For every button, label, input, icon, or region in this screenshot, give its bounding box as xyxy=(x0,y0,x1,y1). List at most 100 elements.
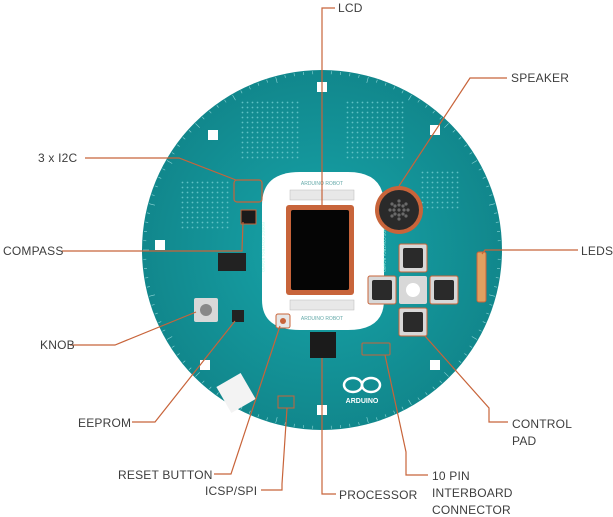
interboard-connector xyxy=(361,342,391,356)
edge-tick xyxy=(417,397,420,401)
edge-tick xyxy=(284,74,286,78)
speaker xyxy=(375,186,423,234)
edge-tick xyxy=(275,77,278,83)
icsp-header xyxy=(277,395,295,409)
proto-area-top-left xyxy=(240,100,300,160)
edge-tick xyxy=(266,79,268,83)
label-lcd: LCD xyxy=(338,1,363,15)
edge-tick xyxy=(224,99,227,103)
speaker-hole xyxy=(404,202,408,206)
proto-area-top-right xyxy=(345,100,405,160)
knob xyxy=(194,298,218,322)
lcd-screen xyxy=(291,210,349,290)
edge-tick xyxy=(358,422,360,426)
edge-tick xyxy=(401,406,404,410)
edge-tick xyxy=(177,353,180,356)
callout-compass xyxy=(62,221,244,252)
speaker-hole xyxy=(393,204,397,208)
edge-tick xyxy=(216,392,219,395)
edge-tick xyxy=(171,152,175,155)
edge-tick xyxy=(384,414,387,418)
edge-tick xyxy=(425,105,428,108)
speaker-hole xyxy=(390,214,394,218)
label-control-pad-line1: CONTROL xyxy=(512,417,573,431)
edge-tick xyxy=(195,123,200,128)
label-3x-i2c: 3 x I2C xyxy=(38,151,78,165)
edge-tick xyxy=(458,137,462,140)
side-silk-left: ROBOT CONTROL BOARD xyxy=(261,222,266,272)
callout-lcd xyxy=(321,7,335,210)
edge-tick xyxy=(425,392,428,395)
edge-tick xyxy=(151,304,155,306)
edge-tick xyxy=(162,329,166,332)
edge-tick xyxy=(202,116,205,120)
i2c-connector xyxy=(233,179,263,203)
label-interboard-line3: CONNECTOR xyxy=(432,503,511,517)
edge-tick xyxy=(188,367,192,370)
edge-tick xyxy=(444,372,449,377)
speaker-hole xyxy=(390,202,394,206)
speaker-hole xyxy=(397,213,401,217)
edge-tick xyxy=(248,410,251,414)
compass-chip xyxy=(240,209,257,225)
label-speaker: SPEAKER xyxy=(511,71,570,85)
edge-tick xyxy=(478,329,482,332)
edge-tick xyxy=(489,203,495,206)
edge-tick xyxy=(275,417,278,423)
callout-lines xyxy=(62,7,578,495)
edge-tick xyxy=(154,185,158,188)
label-processor: PROCESSOR xyxy=(339,488,418,502)
reset-button-cap xyxy=(280,318,286,324)
edge-tick xyxy=(171,345,175,348)
proto-area-left xyxy=(180,180,230,230)
edge-tick xyxy=(471,160,478,164)
label-icsp-spi: ICSP/SPI xyxy=(205,484,258,498)
label-interboard-line1: 10 PIN xyxy=(432,469,470,483)
eeprom-chip xyxy=(232,310,244,322)
callout-interboard xyxy=(384,354,428,476)
edge-tick xyxy=(146,286,150,288)
edge-tick xyxy=(489,304,493,306)
label-interboard-line2: INTERBOARD xyxy=(432,486,513,500)
edge-tick xyxy=(158,176,162,179)
edge-tick xyxy=(151,194,155,196)
speaker-hole xyxy=(397,203,401,207)
speaker-hole xyxy=(406,208,410,212)
edge-tick xyxy=(240,406,243,410)
edge-tick xyxy=(408,94,412,101)
ic-chip-left xyxy=(218,253,246,271)
edge-tick xyxy=(432,110,435,114)
edge-tick xyxy=(149,203,155,206)
edge-tick xyxy=(393,410,396,414)
speaker-hole xyxy=(401,212,405,216)
edge-tick xyxy=(209,110,212,114)
circuit-board: ARDUINO ROBOT ARDUINO ROBOT ROBOT CONTRO… xyxy=(142,70,502,430)
edge-tick xyxy=(257,414,260,418)
speaker-hole xyxy=(393,212,397,216)
edge-tick xyxy=(489,294,495,297)
edge-tick xyxy=(209,386,212,390)
edge-tick xyxy=(154,312,158,315)
edge-tick xyxy=(146,212,150,214)
edge-tick xyxy=(158,321,162,324)
lcd-header-bottom xyxy=(289,299,355,311)
edge-tick xyxy=(182,360,186,363)
proto-area-right xyxy=(420,170,460,210)
callout-icsp xyxy=(261,407,288,491)
arduino-logo: ARDUINO xyxy=(342,376,382,405)
edge-tick xyxy=(439,380,442,384)
edge-tick xyxy=(494,212,498,214)
edge-tick xyxy=(393,86,396,90)
edge-tick xyxy=(216,105,219,108)
callout-i2c xyxy=(85,157,237,181)
edge-tick xyxy=(188,130,192,133)
callout-leds xyxy=(481,249,578,255)
speaker-hole xyxy=(397,208,401,212)
speaker-hole xyxy=(404,214,408,218)
edge-tick xyxy=(458,360,462,363)
edge-tick xyxy=(489,194,493,196)
speaker-hole xyxy=(401,204,405,208)
edge-tick xyxy=(166,336,173,340)
callout-reset xyxy=(214,325,281,475)
